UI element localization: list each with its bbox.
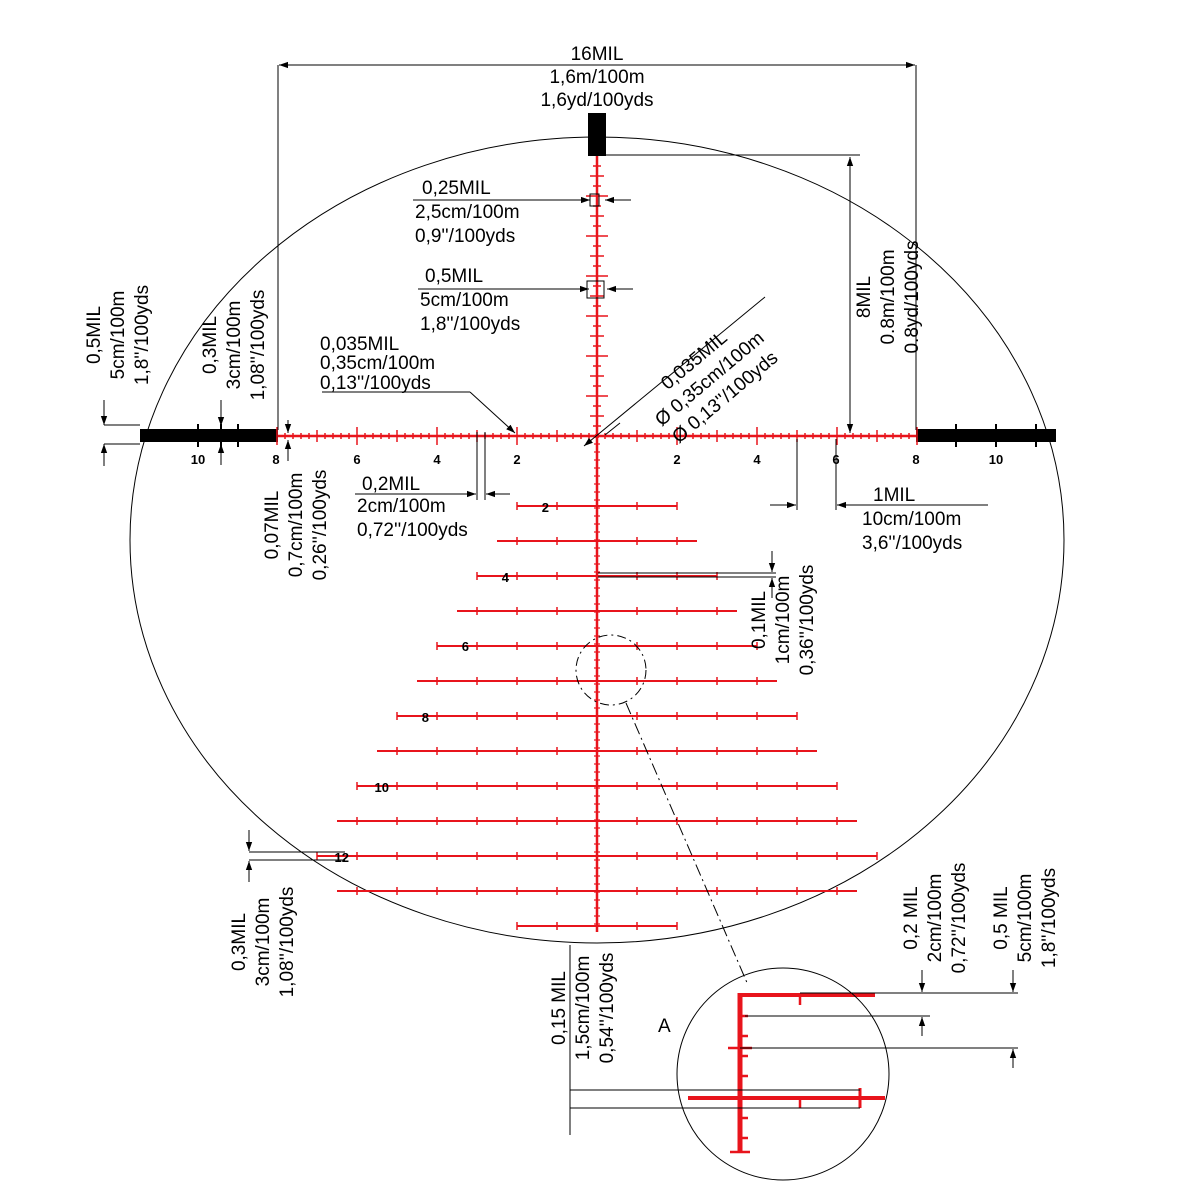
svg-text:3cm/100m: 3cm/100m — [253, 898, 274, 987]
svg-text:0,25MIL: 0,25MIL — [422, 178, 491, 199]
scale-number-right-10: 10 — [989, 452, 1003, 467]
top-span-label: 16MIL 1,6m/100m 1,6yd/100yds — [540, 44, 653, 111]
lower-tick-label: 0,15 MIL 1,5cm/100m 0,54''/100yds — [549, 953, 618, 1064]
line-thickness-label: 0,035MIL 0,35cm/100m 0,13''/100yds — [320, 334, 435, 394]
tree-number-6: 6 — [462, 639, 469, 654]
scale-number-right-4: 4 — [753, 452, 761, 467]
svg-text:5cm/100m: 5cm/100m — [1015, 874, 1036, 963]
svg-text:1MIL: 1MIL — [873, 485, 915, 506]
tree-number-4: 4 — [502, 570, 510, 585]
vertical-span-label: 8MIL 0.8m/100m 0.8yd/100yds — [854, 240, 923, 353]
svg-text:0,35cm/100m: 0,35cm/100m — [320, 353, 435, 374]
svg-text:8MIL: 8MIL — [854, 276, 875, 318]
scale-number-left-8: 8 — [272, 452, 279, 467]
reticle-layer — [140, 113, 1056, 1154]
svg-text:0.8yd/100yds: 0.8yd/100yds — [902, 240, 923, 353]
svg-text:5cm/100m: 5cm/100m — [108, 291, 129, 380]
one-mil-label: 1MIL 10cm/100m 3,6''/100yds — [862, 485, 962, 554]
svg-text:1,8''/100yds: 1,8''/100yds — [1039, 868, 1060, 968]
svg-text:0,07MIL: 0,07MIL — [262, 491, 283, 560]
svg-text:0,15 MIL: 0,15 MIL — [549, 971, 570, 1045]
svg-text:0,36''/100yds: 0,36''/100yds — [797, 565, 818, 676]
tree-number-12: 12 — [335, 850, 349, 865]
svg-text:0,9''/100yds: 0,9''/100yds — [415, 226, 515, 247]
horizontal-scale-numbers: 10 8 6 4 2 2 4 6 8 10 — [191, 452, 1003, 467]
tick-025-label: 0,25MIL 2,5cm/100m 0,9''/100yds — [415, 178, 520, 247]
tree-number-2: 2 — [542, 500, 549, 515]
left-post-height-label: 0,5MIL 5cm/100m 1,8''/100yds — [84, 285, 153, 385]
horizontal-line-height-label: 0,07MIL 0,7cm/100m 0,26''/100yds — [262, 470, 331, 581]
svg-text:0,72''/100yds: 0,72''/100yds — [357, 520, 468, 541]
svg-text:0,1MIL: 0,1MIL — [749, 591, 770, 649]
scale-number-left-6: 6 — [353, 452, 360, 467]
tree-row-spacing-label: 0,1MIL 1cm/100m 0,36''/100yds — [749, 565, 818, 676]
scale-number-right-8: 8 — [912, 452, 919, 467]
left-post-tick-label: 0,3MIL 3cm/100m 1,08''/100yds — [200, 290, 269, 401]
svg-text:3,6''/100yds: 3,6''/100yds — [862, 533, 962, 554]
svg-text:2cm/100m: 2cm/100m — [357, 496, 446, 517]
svg-text:1,6yd/100yds: 1,6yd/100yds — [540, 90, 653, 111]
svg-text:0,035MIL: 0,035MIL — [320, 334, 399, 355]
svg-text:5cm/100m: 5cm/100m — [420, 290, 509, 311]
svg-text:1,6m/100m: 1,6m/100m — [549, 67, 644, 88]
detail-a-label: A — [658, 1016, 671, 1037]
scale-number-right-6: 6 — [832, 452, 839, 467]
svg-text:0,5 MIL: 0,5 MIL — [991, 886, 1012, 949]
left-post — [140, 429, 278, 442]
scale-number-left-10: 10 — [191, 452, 205, 467]
scale-number-right-2: 2 — [673, 452, 680, 467]
svg-text:3cm/100m: 3cm/100m — [224, 301, 245, 390]
svg-text:1cm/100m: 1cm/100m — [773, 576, 794, 665]
svg-text:1,08''/100yds: 1,08''/100yds — [277, 887, 298, 998]
svg-text:2,5cm/100m: 2,5cm/100m — [415, 202, 520, 223]
top-post — [588, 113, 606, 156]
svg-text:0,13''/100yds: 0,13''/100yds — [320, 373, 431, 394]
svg-text:0,26''/100yds: 0,26''/100yds — [310, 470, 331, 581]
svg-text:16MIL: 16MIL — [571, 44, 624, 65]
svg-text:0,5MIL: 0,5MIL — [84, 306, 105, 364]
scale-number-left-2: 2 — [513, 452, 520, 467]
detail-a-dim-05-label: 0,5 MIL 5cm/100m 1,8''/100yds — [991, 868, 1060, 968]
svg-text:0,3MIL: 0,3MIL — [200, 316, 221, 374]
dimension-lines — [100, 61, 1018, 1181]
svg-text:10cm/100m: 10cm/100m — [862, 509, 961, 530]
svg-text:2cm/100m: 2cm/100m — [925, 874, 946, 963]
tree-number-8: 8 — [422, 710, 429, 725]
detail-a-dim-02-label: 0,2 MIL 2cm/100m 0,72''/100yds — [901, 863, 970, 974]
svg-text:0,3MIL: 0,3MIL — [229, 913, 250, 971]
svg-text:1,5cm/100m: 1,5cm/100m — [573, 956, 594, 1061]
svg-text:0,2MIL: 0,2MIL — [362, 474, 420, 495]
svg-text:1,8''/100yds: 1,8''/100yds — [420, 314, 520, 335]
svg-text:0,72''/100yds: 0,72''/100yds — [949, 863, 970, 974]
scale-number-left-4: 4 — [433, 452, 441, 467]
tree-row-numbers: 2 4 6 8 10 12 — [335, 500, 549, 865]
svg-text:1,08''/100yds: 1,08''/100yds — [248, 290, 269, 401]
svg-text:0,5MIL: 0,5MIL — [425, 266, 483, 287]
svg-text:0,7cm/100m: 0,7cm/100m — [286, 473, 307, 578]
right-post — [916, 429, 1056, 442]
sub-tick-spacing-label: 0,2MIL 2cm/100m 0,72''/100yds — [357, 474, 468, 541]
tree-number-10: 10 — [375, 780, 389, 795]
svg-text:1,8''/100yds: 1,8''/100yds — [132, 285, 153, 385]
tick-05-label: 0,5MIL 5cm/100m 1,8''/100yds — [420, 266, 520, 335]
center-dot-label: 0,035MIL Ø 0,35cm/100m Ø 0,13''/100yds — [651, 327, 782, 447]
svg-text:0,54''/100yds: 0,54''/100yds — [597, 953, 618, 1064]
svg-text:0.8m/100m: 0.8m/100m — [878, 249, 899, 344]
svg-text:0,2 MIL: 0,2 MIL — [901, 886, 922, 949]
tree-hold-tick-label: 0,3MIL 3cm/100m 1,08''/100yds — [229, 887, 298, 998]
